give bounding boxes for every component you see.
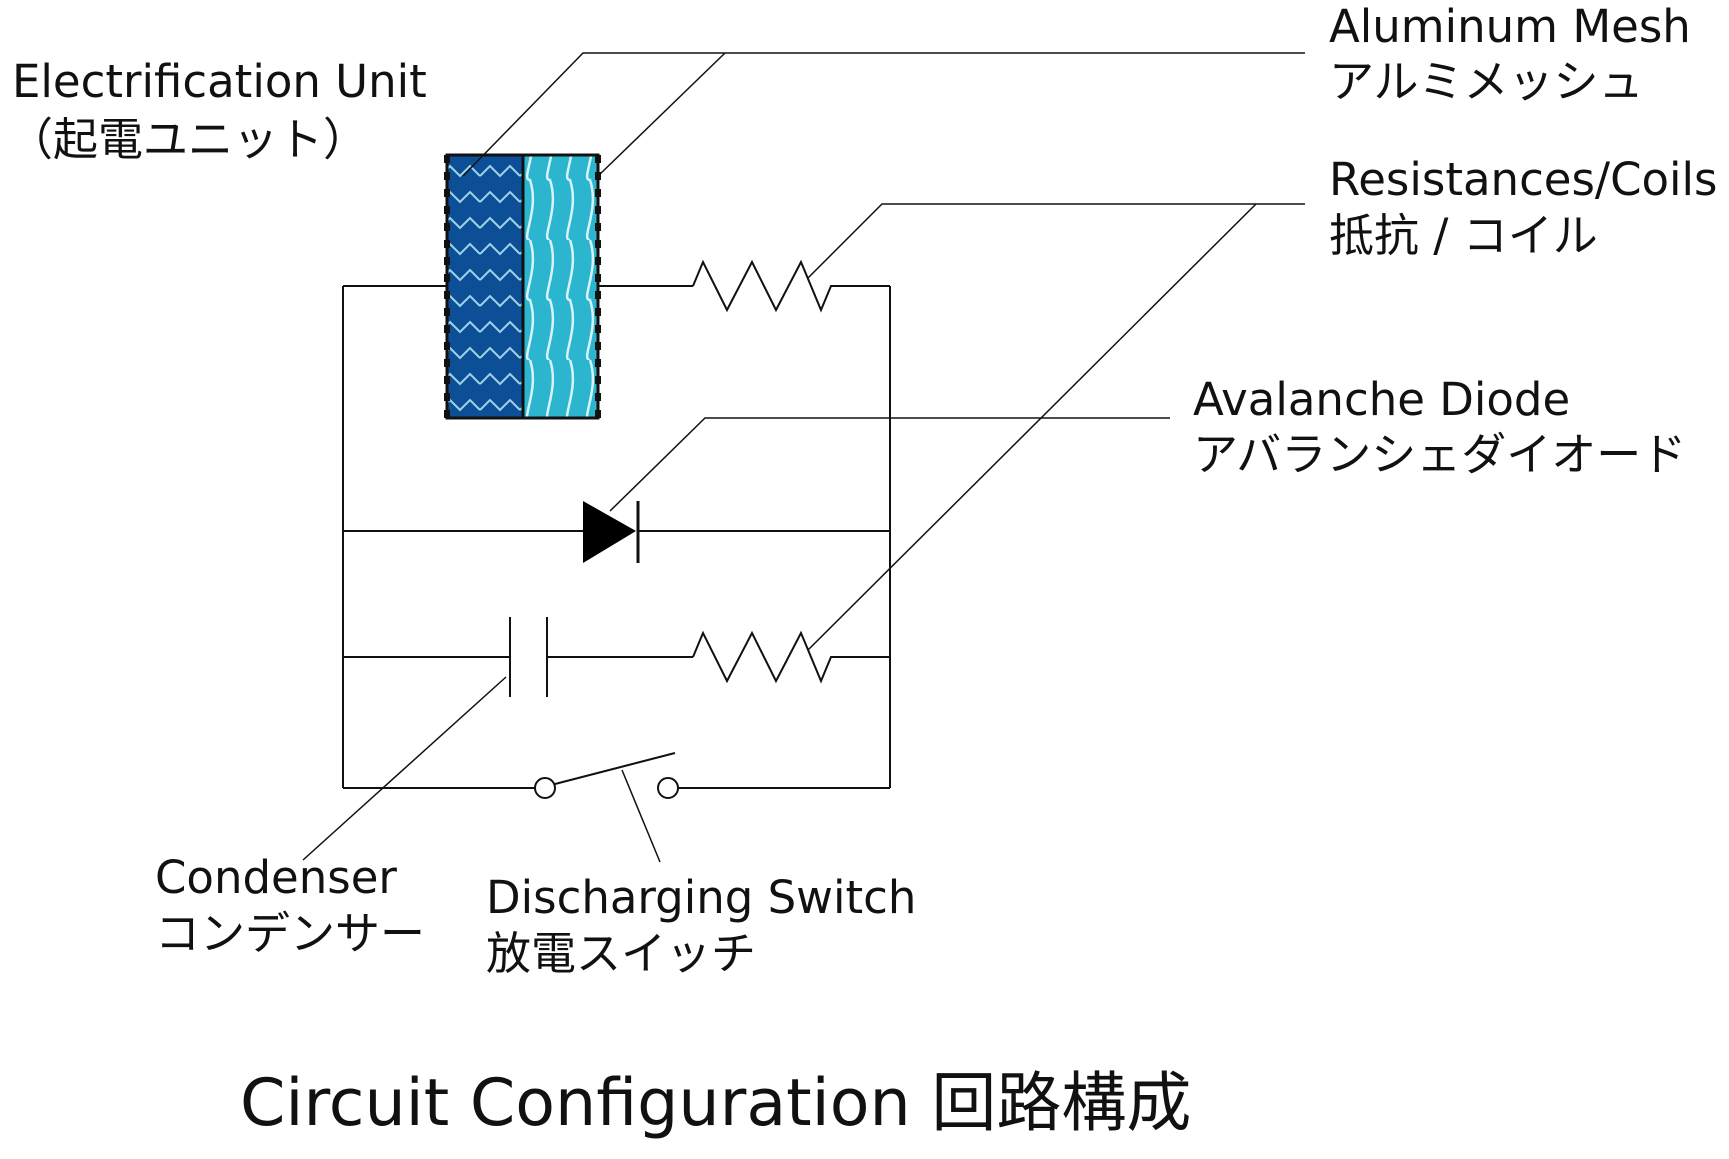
circuit-wires: [342, 259, 891, 799]
top-resistor: [692, 259, 890, 313]
discharging-switch-label: Discharging Switch: [486, 871, 917, 924]
avalanche-diode-label: Avalanche Diode: [1193, 373, 1571, 426]
leader-condenser: [302, 676, 507, 861]
diode-symbol: [583, 501, 640, 563]
avalanche-diode-label-jp: アバランシェダイオード: [1193, 428, 1687, 481]
switch-contact-left: [534, 777, 556, 799]
diagram-title: Circuit Configuration 回路構成: [240, 1066, 1192, 1141]
aluminum-mesh-label-jp: アルミメッシュ: [1329, 55, 1644, 108]
leader-resistor-top: [807, 203, 1305, 279]
leader-unit: [462, 52, 1305, 177]
aluminum-mesh-label: Aluminum Mesh: [1329, 0, 1691, 53]
leader-diode: [609, 417, 1170, 512]
bottom-resistor: [692, 630, 890, 684]
leader-resistor-bottom: [807, 203, 1257, 651]
switch-lever: [554, 752, 676, 785]
leader-switch: [621, 769, 661, 863]
condenser-label-jp: コンデンサー: [155, 907, 426, 960]
electrification-unit-block: [444, 153, 601, 420]
electrification-unit-label: Electrification Unit: [12, 55, 427, 108]
leader-mesh: [597, 52, 726, 177]
condenser-label: Condenser: [155, 851, 397, 904]
resistances-coils-label: Resistances/Coils: [1329, 153, 1718, 206]
leader-lines: [302, 52, 1305, 863]
electrification-unit-label-jp: （起電ユニット）: [8, 113, 369, 166]
diode-triangle: [583, 501, 636, 563]
discharging-switch-label-jp: 放電スイッチ: [486, 927, 757, 980]
switch-contact-right: [657, 777, 679, 799]
resistances-coils-label-jp: 抵抗 / コイル: [1329, 209, 1598, 262]
